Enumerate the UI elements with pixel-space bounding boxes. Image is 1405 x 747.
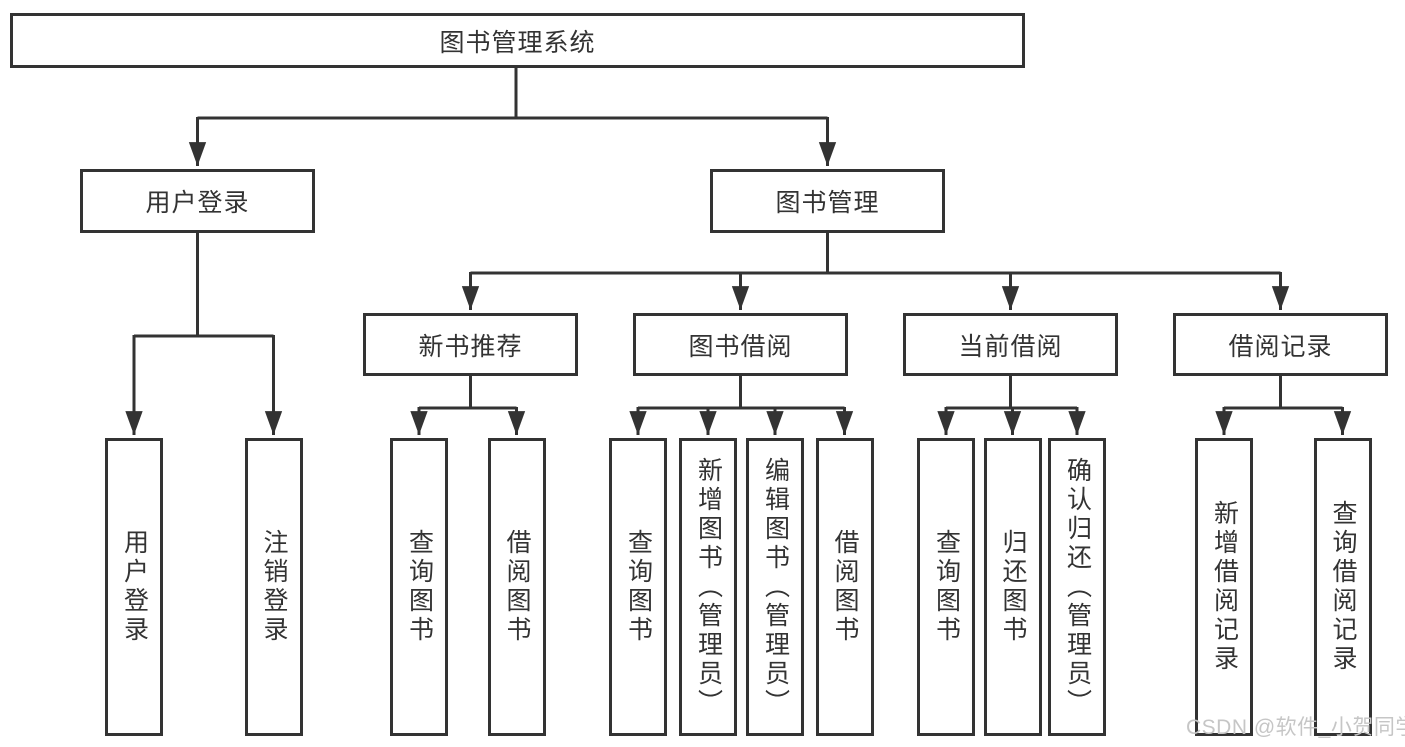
leaf-confirm-return-admin: 确认归还（管理员） (1048, 438, 1106, 736)
node-label: 图书借阅 (688, 332, 793, 361)
leaf-label: 查询图书 (405, 529, 434, 645)
leaf-label: 查询图书 (932, 529, 961, 645)
leaf-label: 归还图书 (999, 529, 1027, 645)
leaf-label: 借阅图书 (831, 529, 859, 645)
node-label: 当前借阅 (958, 332, 1063, 361)
leaf-label: 查询图书 (624, 529, 653, 645)
leaf-label: 新增图书（管理员） (694, 456, 723, 718)
leaf-query-books-recommend: 查询图书 (390, 438, 448, 736)
leaf-add-borrow-record: 新增借阅记录 (1195, 438, 1253, 736)
leaf-label: 确认归还（管理员） (1063, 456, 1092, 718)
leaf-label: 注销登录 (260, 529, 288, 645)
leaf-return-books: 归还图书 (983, 438, 1042, 736)
leaf-add-books-admin: 新增图书（管理员） (679, 438, 737, 736)
node-label: 新书推荐 (418, 332, 523, 361)
node-label: 图书管理 (775, 189, 880, 217)
leaf-label: 借阅图书 (503, 529, 531, 645)
leaf-label: 编辑图书（管理员） (761, 456, 790, 718)
node-label: 借阅记录 (1228, 332, 1333, 361)
leaf-label: 查询借阅记录 (1329, 500, 1357, 674)
leaf-edit-books-admin: 编辑图书（管理员） (746, 438, 804, 736)
node-label: 图书管理系统 (439, 28, 596, 57)
node-new-book-recommend: 新书推荐 (363, 313, 578, 376)
leaf-query-books-borrowing: 查询图书 (609, 438, 667, 736)
leaf-logout: 注销登录 (244, 438, 303, 736)
node-book-management: 图书管理 (710, 169, 945, 233)
leaf-label: 用户登录 (120, 529, 149, 645)
node-current-borrowing: 当前借阅 (903, 313, 1118, 376)
node-library-management-system: 图书管理系统 (10, 13, 1025, 68)
csdn-watermark: CSDN @软件_小贺同学 (1186, 716, 1405, 739)
leaf-query-books-current: 查询图书 (917, 438, 975, 736)
leaf-borrow-books-recommend: 借阅图书 (487, 438, 546, 736)
node-borrowing-records: 借阅记录 (1173, 313, 1388, 376)
node-book-borrowing: 图书借阅 (633, 313, 848, 376)
node-label: 用户登录 (145, 189, 250, 217)
leaf-query-borrow-record: 查询借阅记录 (1313, 438, 1372, 736)
node-user-login: 用户登录 (80, 169, 315, 233)
leaf-label: 新增借阅记录 (1210, 500, 1239, 674)
leaf-borrow-books-borrowing: 借阅图书 (815, 438, 874, 736)
leaf-user-login: 用户登录 (105, 438, 163, 736)
